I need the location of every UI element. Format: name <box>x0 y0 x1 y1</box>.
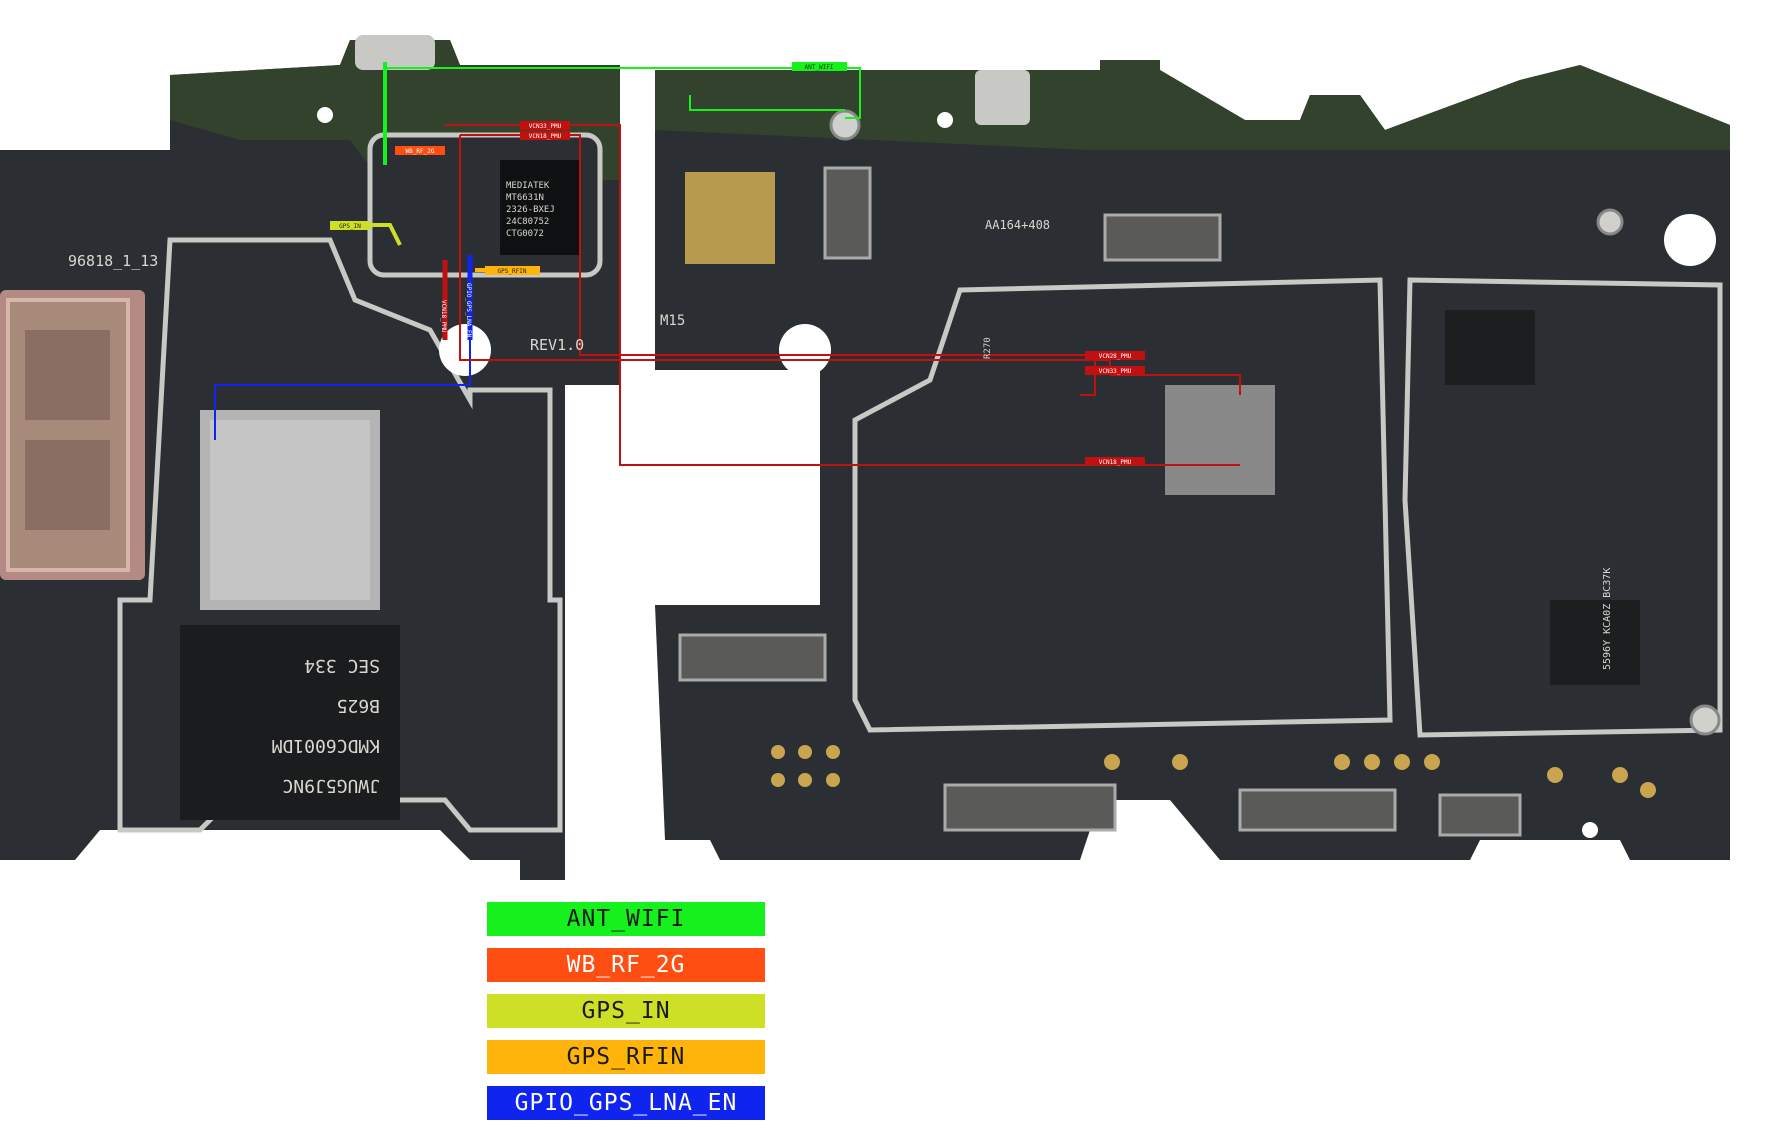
legend-item-wb-rf-2g: WB_RF_2G <box>487 948 765 982</box>
mounting-hole-2 <box>779 324 831 376</box>
tag-vcn33-pmu: VCN33_PMU <box>529 123 562 130</box>
svg-text:SEC 334: SEC 334 <box>304 655 380 676</box>
svg-text:B625: B625 <box>337 695 380 716</box>
tag-vcn18-pmu: VCN18_PMU <box>529 133 562 140</box>
aa-code-label: AA164+408 <box>985 218 1050 232</box>
board-connector-2 <box>1103 213 1222 262</box>
cap-marking: R270 <box>983 337 993 359</box>
svg-text:KMDC6001DM: KMDC6001DM <box>271 735 380 756</box>
board-connector-4 <box>943 783 1117 832</box>
pmic-bga <box>1165 385 1275 495</box>
rf-chip <box>1550 600 1640 685</box>
emmc-marking-1: JWUG5J9NC <box>282 775 380 796</box>
legend-item-gps-rfin: GPS_RFIN <box>487 1040 765 1074</box>
svg-text:2326-BXEJ: 2326-BXEJ <box>506 205 555 215</box>
svg-text:CTG0072: CTG0072 <box>506 229 544 239</box>
net-tags: ANT_WIFI WB_RF_2G GPS_IN GPS_RFIN VCN33_… <box>330 62 1145 466</box>
tag-gpio-vertical: GPIO_GPS_LNA_EN <box>465 283 472 338</box>
mounting-hole-3 <box>1664 214 1716 266</box>
revision-label: REV1.0 <box>530 336 584 354</box>
board-connector-1 <box>823 166 872 260</box>
tag-ant-wifi: ANT_WIFI <box>805 64 834 71</box>
board-connector-5 <box>1238 788 1397 832</box>
left-board <box>0 35 620 880</box>
tag-vcn18-vertical: VCN18_PMU <box>440 300 447 333</box>
gold-contact-pad <box>685 172 775 264</box>
legend-item-ant-wifi: ANT_WIFI <box>487 902 765 936</box>
antenna-connector <box>829 109 861 141</box>
tag-vcn33-pmu-2: VCN33_PMU <box>1099 368 1132 375</box>
net-legend: ANT_WIFI WB_RF_2G GPS_IN GPS_RFIN GPIO_GPS_L… <box>487 902 765 1132</box>
top-connector <box>355 35 435 70</box>
m15-label: M15 <box>660 313 685 329</box>
legend-item-gpio-gps-lna-en: GPIO_GPS_LNA_EN <box>487 1086 765 1120</box>
board-connector-3 <box>678 633 827 682</box>
board-id-label: 96818_1_13 <box>68 252 158 270</box>
legend-item-gps-in: GPS_IN <box>487 994 765 1028</box>
svg-text:MT6631N: MT6631N <box>506 193 544 203</box>
mediatek-chip <box>500 160 580 255</box>
svg-text:24C80752: 24C80752 <box>506 217 549 227</box>
emmc-chip <box>180 625 400 820</box>
tag-wb-rf-2g: WB_RF_2G <box>406 148 435 155</box>
rf-chip-marking: 5596Y KCA0Z BC37K <box>1602 568 1613 670</box>
pcb-markings: 96818_1_13 REV1.0 M15 AA164+408 MEDIATEK… <box>68 181 1613 796</box>
right-board <box>655 60 1730 860</box>
tag-vcn18-pmu-2: VCN18_PMU <box>1099 459 1132 466</box>
tag-vcn28-pmu: VCN28_PMU <box>1099 353 1132 360</box>
tag-gps-in: GPS_IN <box>339 223 361 230</box>
cpu-marking-1: MEDIATEK <box>506 181 550 191</box>
mounting-hole <box>439 324 491 376</box>
tag-gps-rfin: GPS_RFIN <box>498 268 527 275</box>
